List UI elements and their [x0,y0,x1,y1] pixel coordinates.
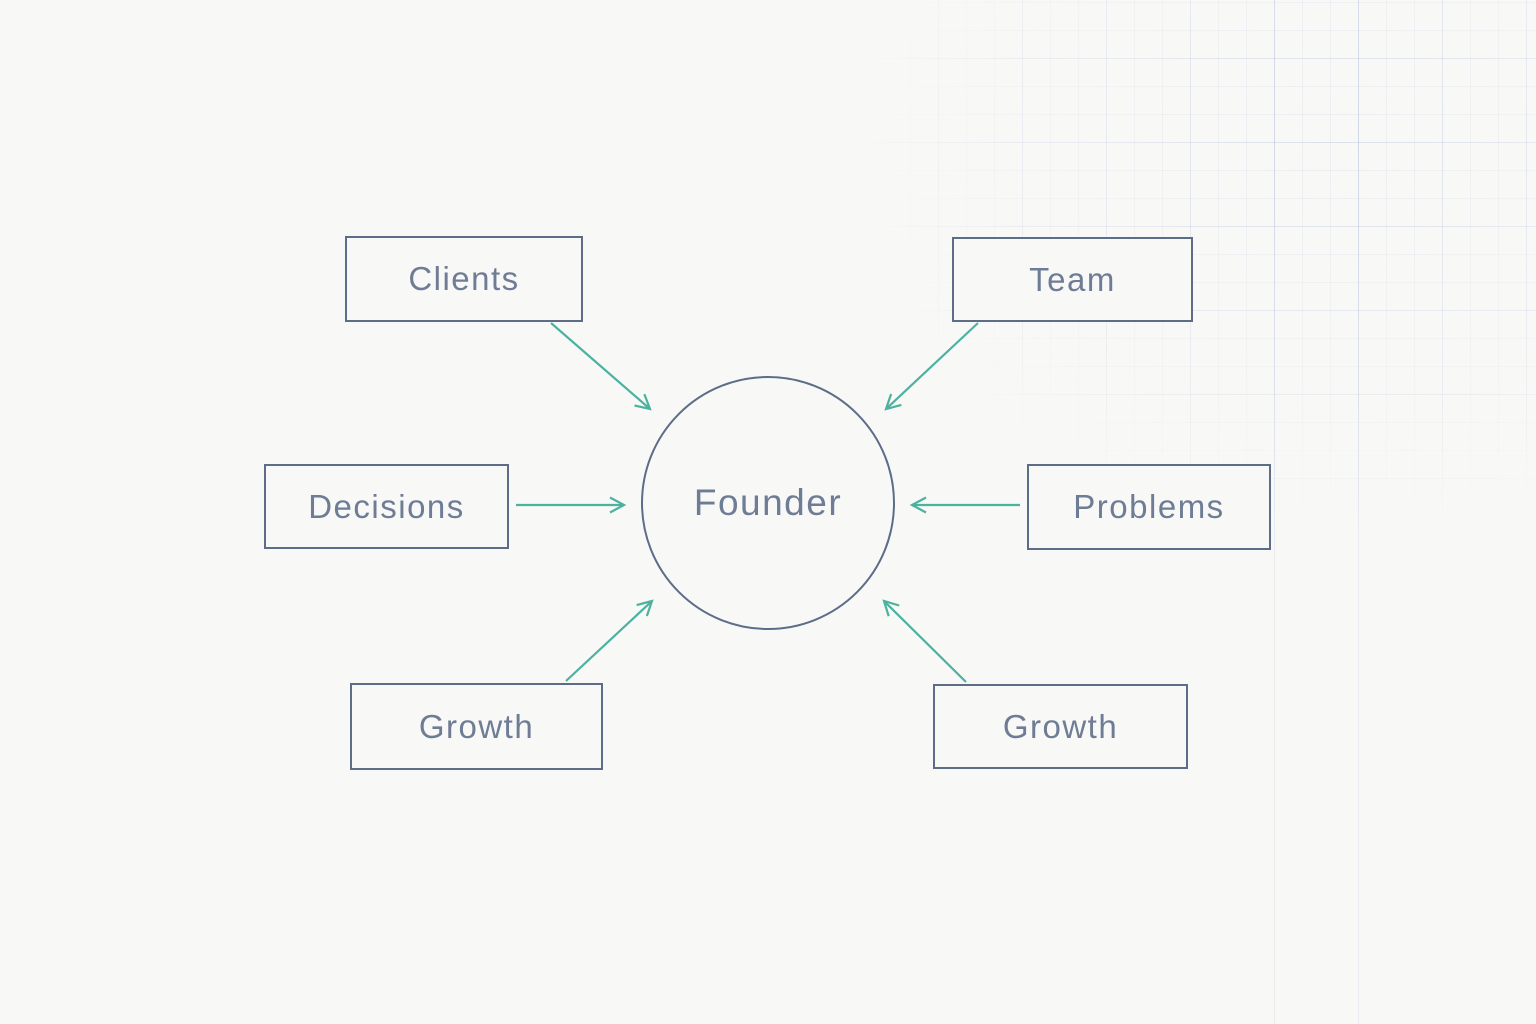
node-growth-bottom-left-label: Growth [418,707,535,745]
node-clients-label: Clients [408,260,520,297]
node-founder-center: Founder [641,376,895,630]
node-growth-bottom-right-label: Growth [1002,707,1119,745]
node-founder-label: Founder [693,482,843,523]
arrow-growth-left-to-founder [565,599,654,682]
node-team: Team [952,237,1193,322]
arrow-clients-to-founder [550,322,652,411]
background-grid-line [1358,0,1359,1024]
arrow-growth-right-to-founder [882,599,967,683]
node-decisions: Decisions [264,464,509,549]
node-growth-bottom-left: Growth [350,683,603,770]
arrow-team-to-founder [884,322,979,411]
background-grid-line [1274,0,1275,1024]
node-clients: Clients [345,236,583,322]
node-team-label: Team [1029,260,1116,298]
node-problems-label: Problems [1073,488,1225,525]
node-problems: Problems [1027,464,1271,550]
node-growth-bottom-right: Growth [933,684,1188,769]
node-decisions-label: Decisions [308,487,465,525]
